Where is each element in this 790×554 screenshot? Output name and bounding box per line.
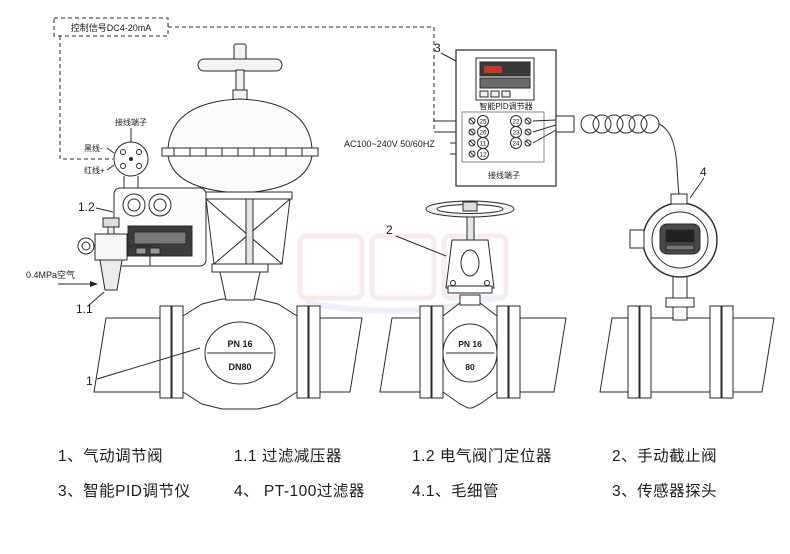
terminal-12: 12 [479,152,487,159]
pipe-left-1 [93,317,161,393]
leader-4 [689,177,705,199]
sensor-cable [532,114,680,195]
pipe-right-1 [319,317,363,393]
diagram-svg: 控制信号DC4-20mA 接线端子 黑线- 红线+ 0.4MPa空气 AC100… [26,17,775,410]
valve1-assembly [93,263,363,410]
pid-terminals-right [510,115,532,149]
leader-1 [96,347,201,380]
legend-row1-item2: 1.1 过滤减压器 [234,448,342,465]
control-signal-label: 控制信号DC4-20mA [71,22,152,33]
valve1-plate-line1: PN 16 [227,339,252,349]
valve1-plate-line2: DN80 [228,362,251,372]
callout-1-2: 1.2 [78,200,95,214]
callout-1-1: 1.1 [76,302,93,316]
terminal-22: 22 [512,119,520,126]
leader-2 [395,235,447,257]
ac-power-label: AC100~240V 50/60HZ [344,139,435,149]
signal-wire-left [59,36,113,160]
signal-wire-top [168,26,435,132]
legend-row2-item4: 3、传感器探头 [612,483,718,500]
pipe-right-3 [599,317,775,393]
actuator-dome [161,98,319,194]
capillary-coil [580,114,660,134]
terminal-25: 25 [479,119,487,126]
air-supply-label: 0.4MPa空气 [26,269,75,280]
legend-row2-item3: 4.1、毛细管 [412,483,500,500]
pipe-left-2 [379,317,421,393]
red-wire-label: 红线+ [84,165,105,175]
black-wire-label: 黑线- [84,143,103,153]
terminal-11: 11 [480,141,487,148]
valve1-stem [245,198,254,266]
callout-4: 4 [700,165,707,179]
red-wire-leader [106,164,115,171]
leader-3 [440,52,457,62]
terminal-26: 26 [479,130,487,137]
actuator-flange-bolts [173,148,303,156]
legend-row2-item1: 3、智能PID调节仪 [58,483,191,500]
terminal-23: 23 [512,130,520,137]
actuator-handwheel [197,43,283,101]
positioner [113,187,207,267]
callout-3: 3 [434,41,441,55]
valve2-plate-line1: PN 16 [458,339,482,349]
legend-row1-item4: 2、手动截止阀 [612,448,718,465]
filter-regulator [77,217,151,291]
callout-2: 2 [386,223,393,237]
terminal-24: 24 [512,141,520,148]
sensor-assembly [599,193,775,399]
pid-title: 智能PID调节器 [479,101,532,111]
leader-1-2 [95,207,114,213]
yoke-plate [203,191,293,200]
black-wire-leader [106,147,115,154]
legend-row2-item2: 4、 PT-100过滤器 [234,483,365,500]
valve2-plate-line2: 80 [465,362,475,372]
pid-terminals-left [468,115,489,160]
positioner-terminal-circle [113,141,149,177]
leader-1-1 [87,291,105,307]
legend-row1-item3: 1.2 电气阀门定位器 [412,448,552,465]
callout-1: 1 [86,374,93,388]
pid-terminal-label: 接线端子 [488,170,520,180]
valve2-assembly [379,200,567,409]
pipe-right-2 [519,317,567,393]
legend-row1-item1: 1、气动调节阀 [58,448,164,465]
terminal-label-left: 接线端子 [115,117,147,127]
